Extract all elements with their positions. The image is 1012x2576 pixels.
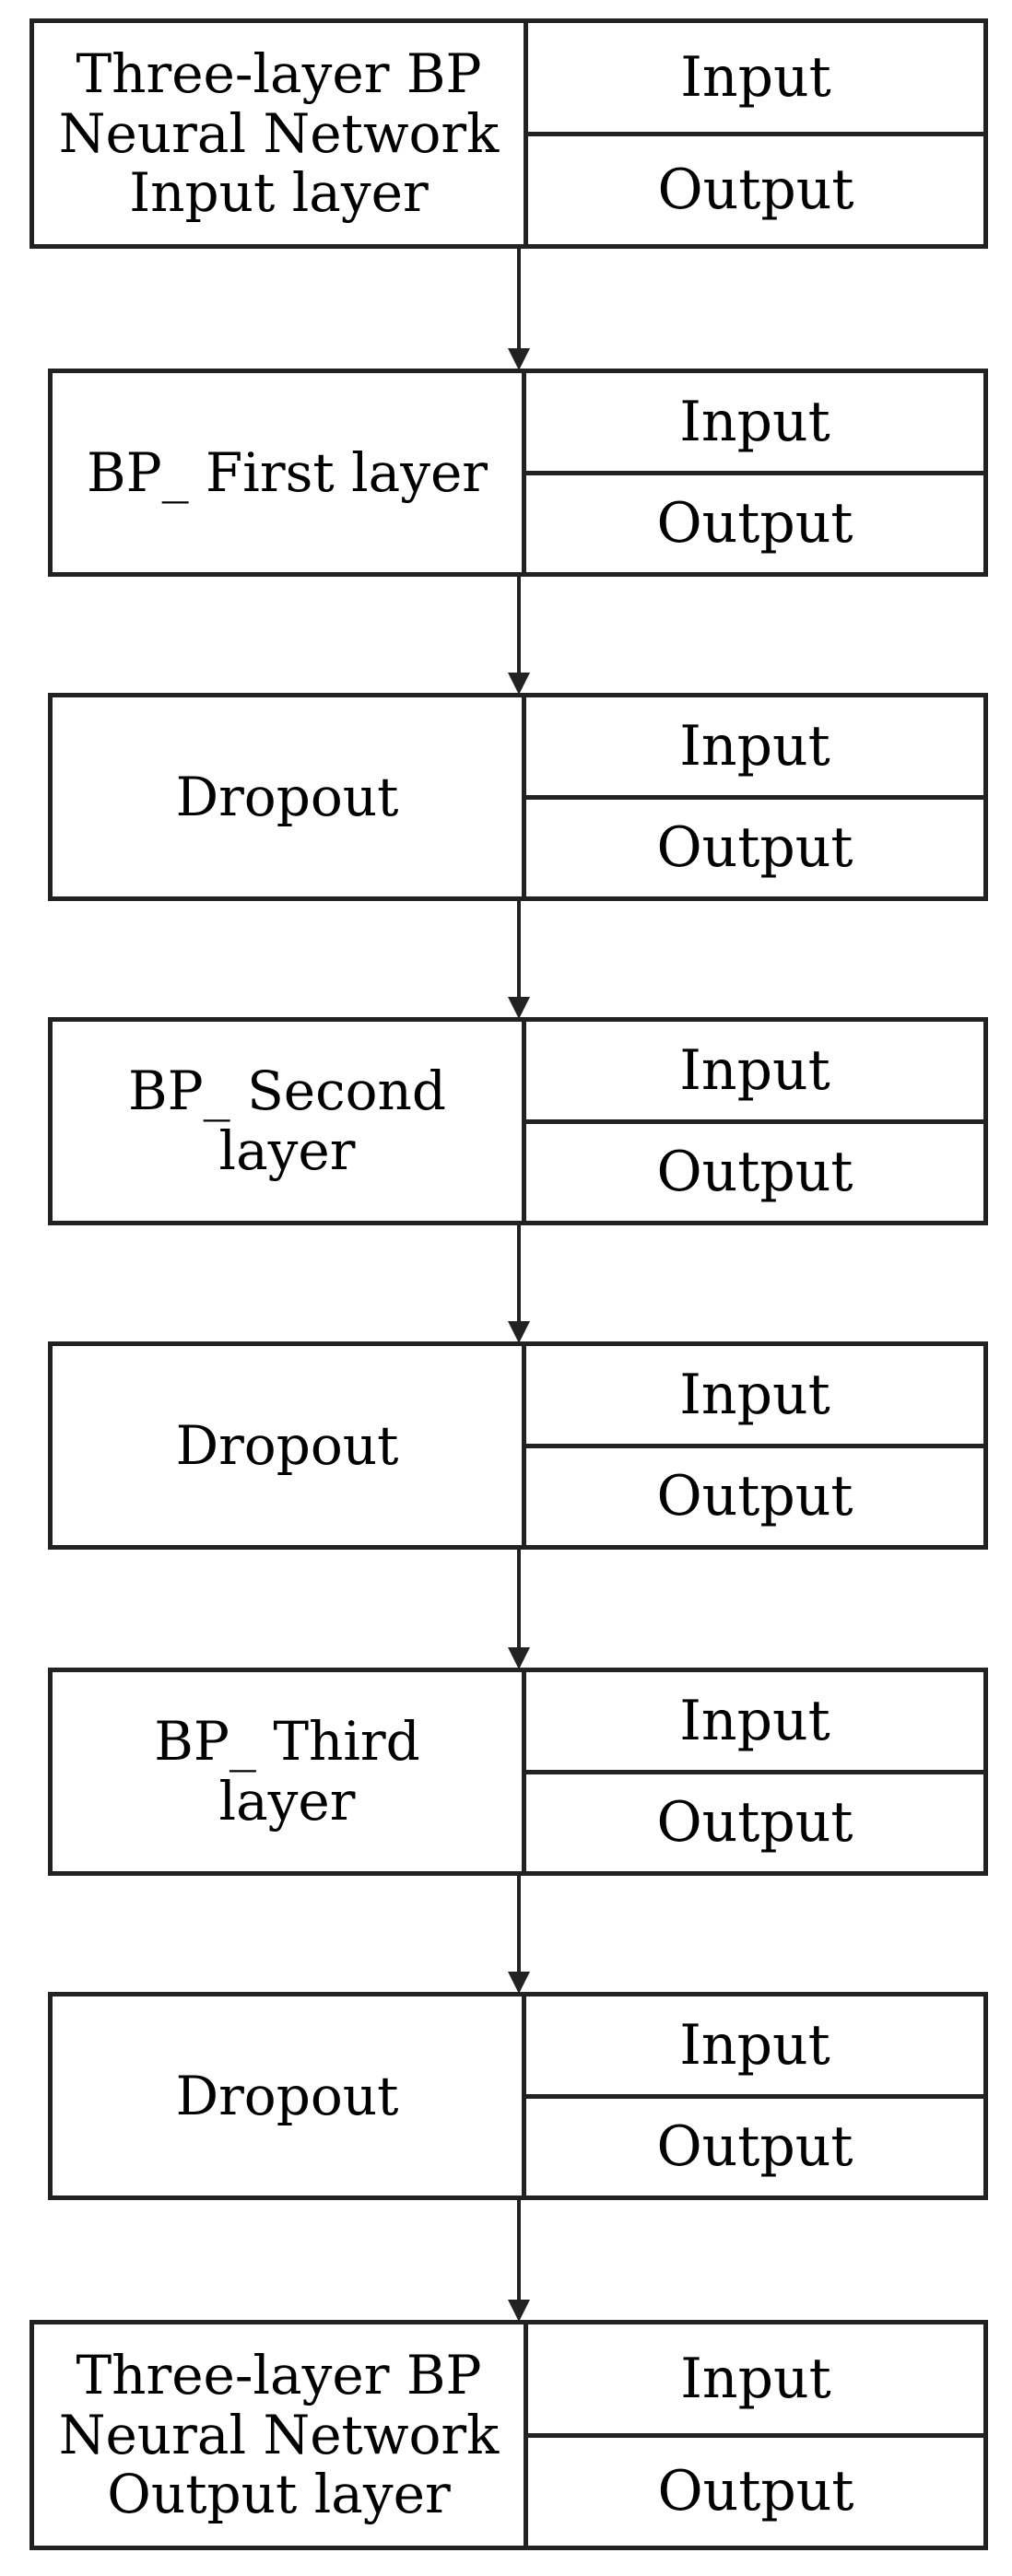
input-port-label: Input xyxy=(679,389,830,454)
output-port-label: Output xyxy=(526,2093,983,2196)
input-port-label: Input xyxy=(679,1037,830,1103)
output-port-label: Output xyxy=(526,1118,983,1222)
layer-name: Dropout xyxy=(53,697,526,896)
layer-name: Dropout xyxy=(53,1346,526,1545)
layer-box-8: Three-layer BP Neural Network Output lay… xyxy=(29,2320,988,2550)
input-port-label: Input xyxy=(680,2346,831,2411)
input-port-label: Input xyxy=(679,713,830,779)
layer-name: BP_ Second layer xyxy=(53,1022,526,1221)
layer-name: Three-layer BP Neural Network Output lay… xyxy=(34,2324,528,2546)
output-port-label: Output xyxy=(526,470,983,573)
layer-name: BP_ First layer xyxy=(53,373,526,572)
layer-name: Dropout xyxy=(53,1996,526,2195)
layer-box-1: Three-layer BP Neural Network Input laye… xyxy=(29,18,988,249)
output-port-label: Output xyxy=(526,794,983,897)
input-port-label: Input xyxy=(680,44,831,110)
input-port-label: Input xyxy=(679,1362,830,1427)
output-port-label: Output xyxy=(528,131,983,245)
input-port-label: Input xyxy=(679,1688,830,1753)
output-port-label: Output xyxy=(526,1769,983,1872)
layer-name: Three-layer BP Neural Network Input laye… xyxy=(34,23,528,244)
output-port-label: Output xyxy=(526,1443,983,1546)
input-port-label: Input xyxy=(679,2012,830,2078)
layer-name: BP_ Third layer xyxy=(53,1672,526,1871)
output-port-label: Output xyxy=(528,2432,983,2547)
